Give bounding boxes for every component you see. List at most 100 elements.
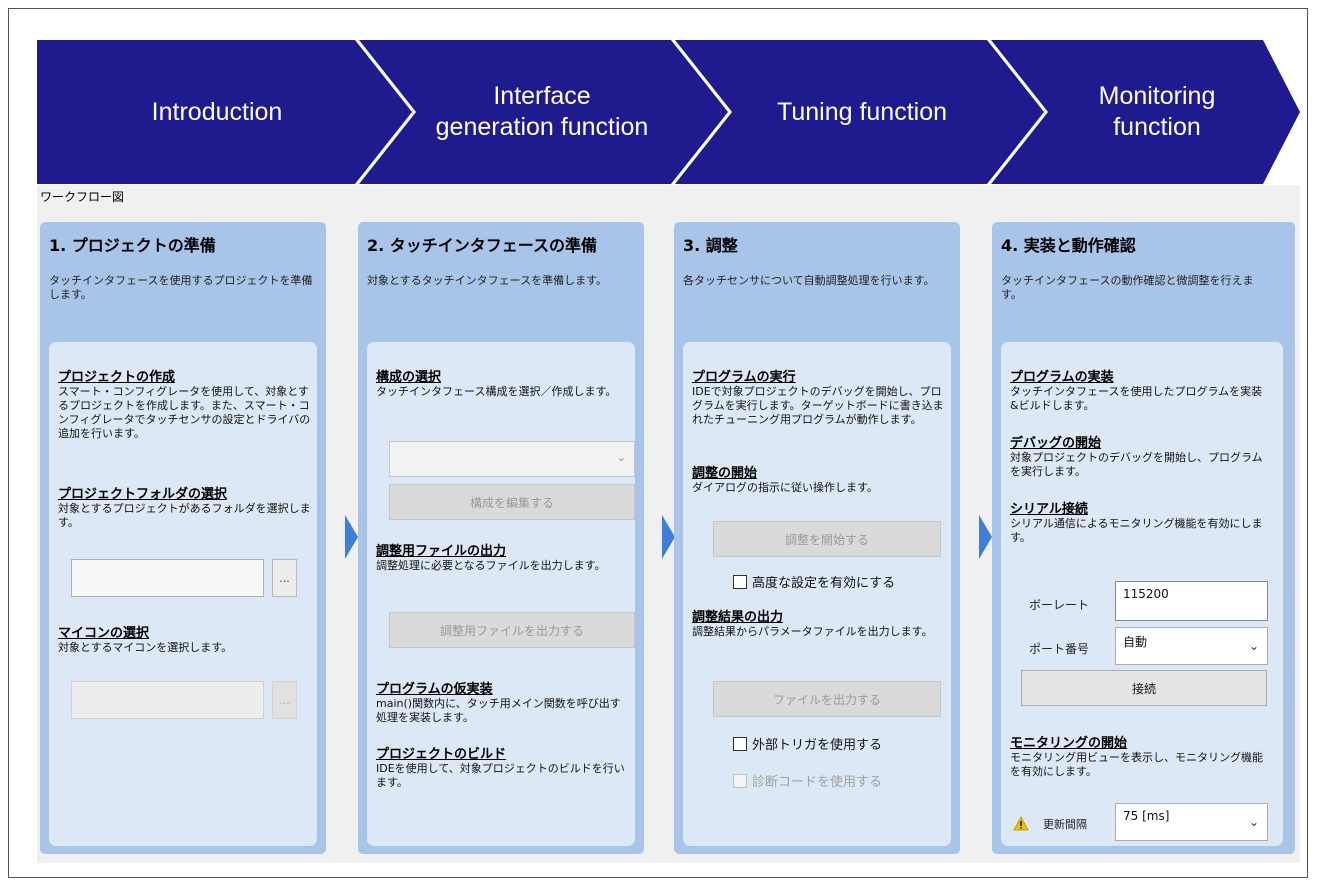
- step-title[interactable]: プログラムの実装: [1010, 370, 1114, 385]
- panel-steps: プロジェクトの作成 スマート・コンフィグレータを使用して、対象とするプロジェクト…: [49, 342, 317, 846]
- checkbox-box[interactable]: [733, 574, 747, 589]
- checkbox-label: 高度な設定を有効にする: [752, 576, 896, 591]
- step-description: タッチインタフェース構成を選択／作成します。: [376, 385, 617, 398]
- step-title[interactable]: プロジェクトの作成: [58, 370, 176, 385]
- step-start-tuning: 調整の開始 ダイアログの指示に従い操作します。: [692, 466, 947, 495]
- step-create-project: プロジェクトの作成 スマート・コンフィグレータを使用して、対象とするプロジェクト…: [58, 370, 313, 441]
- step-title[interactable]: マイコンの選択: [58, 626, 150, 641]
- panel-title: 3. 調整: [683, 236, 738, 255]
- port-number-label: ポート番号: [1029, 642, 1090, 656]
- step-select-configuration: 構成の選択 タッチインタフェース構成を選択／作成します。: [376, 370, 631, 399]
- diagnostic-code-checkbox[interactable]: 診断コードを使用する: [733, 771, 882, 790]
- step-description: IDEで対象プロジェクトのデバッグを開始し、プログラムを実行します。ターゲットボ…: [692, 385, 944, 426]
- panel-project-preparation: 1. プロジェクトの準備 タッチインタフェースを使用するプロジェクトを準備します…: [40, 222, 326, 854]
- step-description: タッチインタフェースを使用したプログラムを実装&ビルドします。: [1010, 385, 1263, 412]
- panel-touch-interface-preparation: 2. タッチインタフェースの準備 対象とするタッチインタフェースを準備します。 …: [358, 222, 644, 854]
- update-interval-value: 75 [ms]: [1123, 809, 1170, 823]
- external-trigger-checkbox[interactable]: 外部トリガを使用する: [733, 734, 882, 753]
- stage-label-tuning: Tuning function: [776, 97, 948, 126]
- stage-shape-monitoring: [991, 40, 1300, 184]
- step-select-project-folder: プロジェクトフォルダの選択 対象とするプロジェクトがあるフォルダを選択します。: [58, 487, 313, 530]
- checkbox-box[interactable]: [733, 773, 747, 788]
- panel-title: 4. 実装と動作確認: [1001, 236, 1136, 255]
- flow-arrow-icon: [662, 515, 675, 559]
- step-title[interactable]: 調整の開始: [692, 466, 758, 481]
- project-folder-input[interactable]: [71, 559, 264, 597]
- browse-mcu-button[interactable]: ...: [272, 681, 297, 719]
- configuration-select[interactable]: ⌄: [389, 441, 635, 477]
- workflow-view: ワークフロー図 1. プロジェクトの準備 タッチインタフェースを使用するプロジェ…: [37, 185, 1300, 863]
- connect-button[interactable]: 接続: [1021, 670, 1267, 706]
- panel-steps: 構成の選択 タッチインタフェース構成を選択／作成します。 ⌄ 構成を編集する 調…: [367, 342, 635, 846]
- baud-rate-input[interactable]: 115200: [1115, 581, 1268, 621]
- panel-implementation-and-verification: 4. 実装と動作確認 タッチインタフェースの動作確認と微調整を行えます。 プログ…: [992, 222, 1295, 854]
- output-file-button[interactable]: ファイルを出力する: [713, 681, 941, 717]
- panel-title: 1. プロジェクトの準備: [49, 236, 216, 255]
- output-tuning-file-button[interactable]: 調整用ファイルを出力する: [389, 612, 635, 648]
- banner-chevrons: [37, 40, 1300, 184]
- panel-title: 2. タッチインタフェースの準備: [367, 236, 597, 255]
- workflow-banner: Introduction Interface generation functi…: [37, 40, 1300, 184]
- panel-steps: プログラムの実装 タッチインタフェースを使用したプログラムを実装&ビルドします。…: [1001, 342, 1283, 846]
- step-build-project: プロジェクトのビルド IDEを使用して、対象プロジェクトのビルドを行います。: [376, 747, 631, 790]
- panel-steps: プログラムの実行 IDEで対象プロジェクトのデバッグを開始し、プログラムを実行し…: [683, 342, 951, 846]
- panel-tuning: 3. 調整 各タッチセンサについて自動調整処理を行います。 プログラムの実行 I…: [674, 222, 960, 854]
- browse-folder-button[interactable]: ...: [272, 559, 297, 597]
- stage-label-introduction: Introduction: [151, 97, 283, 126]
- step-title[interactable]: シリアル接続: [1010, 502, 1088, 517]
- update-interval-select[interactable]: 75 [ms] ⌄: [1115, 803, 1268, 841]
- step-description: ダイアログの指示に従い操作します。: [692, 481, 878, 494]
- stage-shape-tuning: [675, 40, 1044, 184]
- panel-description: 対象とするタッチインタフェースを準備します。: [367, 274, 608, 287]
- step-description: 対象プロジェクトのデバッグを開始し、プログラムを実行します。: [1010, 451, 1263, 478]
- step-output-tuning-file: 調整用ファイルの出力 調整処理に必要となるファイルを出力します。: [376, 544, 631, 573]
- step-title[interactable]: プログラムの実行: [692, 370, 796, 385]
- step-select-mcu: マイコンの選択 対象とするマイコンを選択します。: [58, 626, 313, 655]
- step-title[interactable]: デバッグの開始: [1010, 436, 1102, 451]
- step-description: 対象とするプロジェクトがあるフォルダを選択します。: [58, 502, 311, 529]
- panel-description: 各タッチセンサについて自動調整処理を行います。: [683, 274, 935, 287]
- stage-shape-introduction: [37, 40, 412, 184]
- step-title[interactable]: 調整用ファイルの出力: [376, 544, 507, 559]
- step-description: モニタリング用ビューを表示し、モニタリング機能を有効にします。: [1010, 751, 1263, 778]
- step-title[interactable]: 構成の選択: [376, 370, 442, 385]
- step-title[interactable]: プログラムの仮実装: [376, 682, 493, 697]
- edit-configuration-button[interactable]: 構成を編集する: [389, 484, 635, 520]
- step-description: main()関数内に、タッチ用メイン関数を呼び出す処理を実装します。: [376, 697, 621, 724]
- panel-description: タッチインタフェースを使用するプロジェクトを準備します。: [49, 274, 313, 301]
- start-tuning-button[interactable]: 調整を開始する: [713, 521, 941, 557]
- workflow-caption: ワークフロー図: [40, 190, 125, 204]
- step-title[interactable]: プロジェクトのビルド: [376, 747, 507, 762]
- step-run-program: プログラムの実行 IDEで対象プロジェクトのデバッグを開始し、プログラムを実行し…: [692, 370, 947, 427]
- chevron-down-icon: ⌄: [616, 451, 626, 464]
- checkbox-label: 診断コードを使用する: [752, 775, 883, 790]
- checkbox-label: 外部トリガを使用する: [752, 738, 883, 753]
- step-start-monitoring: モニタリングの開始 モニタリング用ビューを表示し、モニタリング機能を有効にします…: [1010, 736, 1265, 779]
- step-start-debug: デバッグの開始 対象プロジェクトのデバッグを開始し、プログラムを実行します。: [1010, 436, 1265, 479]
- step-title[interactable]: モニタリングの開始: [1010, 736, 1128, 751]
- mcu-input[interactable]: [71, 681, 264, 719]
- step-description: 調整処理に必要となるファイルを出力します。: [376, 559, 606, 572]
- baud-rate-label: ボーレート: [1029, 598, 1090, 612]
- step-output-tuning-result: 調整結果の出力 調整結果からパラメータファイルを出力します。: [692, 610, 947, 639]
- chevron-down-icon: ⌄: [1248, 639, 1259, 653]
- flow-arrow-icon: [979, 515, 992, 559]
- advanced-settings-checkbox[interactable]: 高度な設定を有効にする: [733, 572, 895, 591]
- update-interval-label: 更新間隔: [1043, 818, 1087, 831]
- warning-icon: [1013, 816, 1029, 831]
- stage-label-interface-generation: Interface generation function: [435, 82, 649, 141]
- step-description: シリアル通信によるモニタリング機能を有効にします。: [1010, 517, 1263, 544]
- step-description: IDEを使用して、対象プロジェクトのビルドを行います。: [376, 762, 625, 789]
- panel-description: タッチインタフェースの動作確認と微調整を行えます。: [1001, 274, 1254, 301]
- chevron-down-icon: ⌄: [1248, 815, 1259, 829]
- step-description: 対象とするマイコンを選択します。: [58, 641, 233, 654]
- step-serial-connection: シリアル接続 シリアル通信によるモニタリング機能を有効にします。: [1010, 502, 1265, 545]
- port-number-select[interactable]: 自動 ⌄: [1115, 627, 1268, 665]
- checkbox-box[interactable]: [733, 736, 747, 751]
- step-description: 調整結果からパラメータファイルを出力します。: [692, 625, 933, 638]
- port-number-value: 自動: [1123, 635, 1148, 649]
- step-title[interactable]: プロジェクトフォルダの選択: [58, 487, 228, 502]
- stage-shape-interface: [359, 40, 728, 184]
- step-implement-program: プログラムの実装 タッチインタフェースを使用したプログラムを実装&ビルドします。: [1010, 370, 1265, 413]
- step-title[interactable]: 調整結果の出力: [692, 610, 784, 625]
